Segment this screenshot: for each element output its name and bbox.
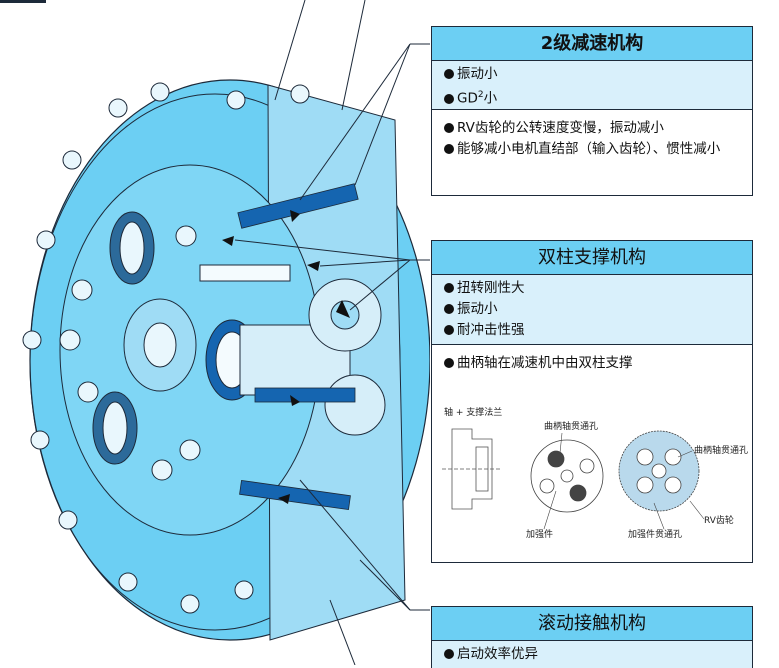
panel-reduction-bullets: 振动小 GD2小 bbox=[432, 61, 752, 110]
note-item: 曲柄轴在减速机中由双柱支撑 bbox=[444, 353, 742, 374]
bolt-icon bbox=[290, 84, 310, 104]
label-crank-hole-2: 曲柄轴贯通孔 bbox=[694, 444, 748, 456]
panel-reduction-notes: RV齿轮的公转速度变慢，振动减小 能够减小电机直结部（输入齿轮）、惯性减小 bbox=[432, 110, 752, 166]
label-reinforce: 加强件 bbox=[526, 528, 553, 540]
leader-lines bbox=[234, 0, 430, 665]
flange-holes bbox=[59, 211, 201, 481]
panel-reduction: 2级减速机构 振动小 GD2小 RV齿轮的公转速度变慢，振动减小 能够减小电机直… bbox=[431, 26, 753, 196]
bolt-icon bbox=[150, 82, 170, 102]
bullet-item: 振动小 bbox=[444, 299, 752, 320]
corner-tab bbox=[0, 0, 46, 3]
bolt-icon bbox=[180, 594, 200, 614]
support-flange-disc bbox=[530, 439, 604, 513]
rim-bolts bbox=[22, 82, 310, 614]
panel-support: 双柱支撑机构 扭转刚性大 振动小 耐冲击性强 曲柄轴在减速机中由双柱支撑 轴 +… bbox=[431, 240, 753, 563]
panel-rolling: 滚动接触机构 启动效率优异 bbox=[431, 606, 753, 668]
bullet-dot-icon bbox=[444, 123, 454, 133]
panel-support-bullets: 扭转刚性大 振动小 耐冲击性强 bbox=[432, 275, 752, 345]
panel-rolling-bullets: 启动效率优异 bbox=[432, 641, 752, 668]
support-figure: 轴 + 支撑法兰 曲柄轴贯通孔 曲柄轴贯通孔 加强件 加强件贯通孔 RV齿轮 bbox=[442, 406, 748, 540]
bolt-icon bbox=[62, 150, 82, 170]
bullet-dot-icon bbox=[444, 69, 454, 79]
bullet-item: 振动小 bbox=[444, 64, 752, 85]
bolt-icon bbox=[234, 580, 254, 600]
bullet-item: 启动效率优异 bbox=[444, 644, 752, 665]
bolt-icon bbox=[22, 330, 42, 350]
bolt-icon bbox=[118, 572, 138, 592]
bullet-dot-icon bbox=[444, 144, 454, 154]
bolt-icon bbox=[226, 90, 246, 110]
pointer-arrows bbox=[222, 210, 350, 504]
bolt-icon bbox=[30, 430, 50, 450]
bullet-dot-icon bbox=[444, 304, 454, 314]
label-shaft-flange: 轴 + 支撑法兰 bbox=[444, 406, 502, 418]
bolt-icon bbox=[151, 459, 173, 481]
bullet-dot-icon bbox=[444, 649, 454, 659]
bearing-strips bbox=[237, 183, 359, 511]
panel-support-notes: 曲柄轴在减速机中由双柱支撑 bbox=[432, 345, 752, 380]
bolt-icon bbox=[108, 98, 128, 118]
bolt-icon bbox=[71, 279, 93, 301]
rv-reducer-illustration bbox=[0, 0, 430, 665]
bullet-dot-icon bbox=[444, 93, 454, 104]
bullet-item: GD2小 bbox=[444, 85, 752, 107]
bullet-dot-icon bbox=[444, 325, 454, 335]
bolt-icon bbox=[179, 439, 201, 461]
bolt-icon bbox=[175, 225, 197, 247]
label-crank-hole-1: 曲柄轴贯通孔 bbox=[544, 420, 598, 432]
crank-pin bbox=[199, 264, 291, 282]
panel-reduction-title: 2级减速机构 bbox=[432, 27, 752, 61]
bullet-item: 耐冲击性强 bbox=[444, 320, 752, 341]
figure-leaders bbox=[543, 432, 705, 530]
bolt-icon bbox=[59, 329, 81, 351]
bolt-icon bbox=[77, 381, 99, 403]
bolt-icon bbox=[36, 230, 56, 250]
shaft-socket bbox=[143, 322, 177, 368]
note-item: 能够减小电机直结部（输入齿轮）、惯性减小 bbox=[444, 139, 742, 160]
label-reinforce-hole: 加强件贯通孔 bbox=[628, 528, 682, 540]
note-item: RV齿轮的公转速度变慢，振动减小 bbox=[444, 118, 742, 139]
label-rv-gear: RV齿轮 bbox=[704, 514, 734, 526]
rv-gear-disc bbox=[618, 430, 700, 512]
panel-rolling-title: 滚动接触机构 bbox=[432, 607, 752, 641]
bolt-icon bbox=[58, 510, 78, 530]
bullet-dot-icon bbox=[444, 358, 454, 368]
bullet-item: 扭转刚性大 bbox=[444, 278, 752, 299]
bullet-dot-icon bbox=[444, 283, 454, 293]
cross-section-drawing bbox=[442, 428, 502, 510]
panel-support-title: 双柱支撑机构 bbox=[432, 241, 752, 275]
